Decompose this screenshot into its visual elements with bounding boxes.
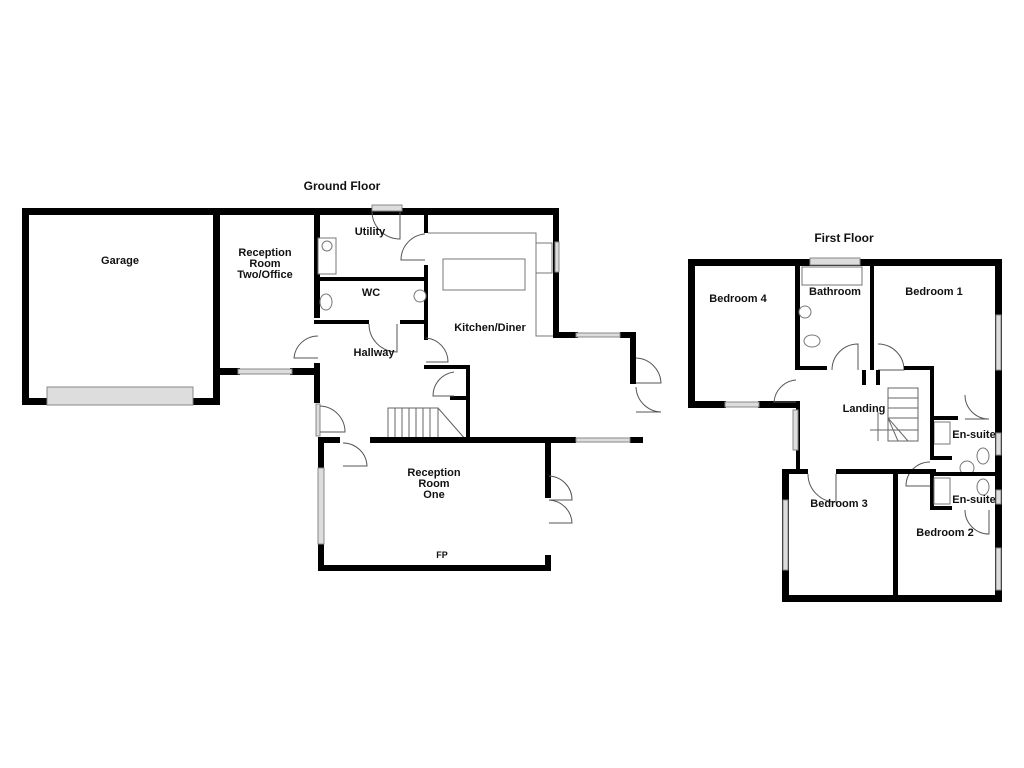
kitchen-counter — [428, 232, 553, 337]
toilet-icon — [803, 334, 821, 348]
window — [809, 257, 861, 266]
door — [432, 371, 455, 397]
staircase — [870, 387, 919, 442]
window — [995, 314, 1002, 371]
door — [964, 509, 990, 535]
window — [237, 368, 293, 375]
kitchen-island — [442, 258, 526, 291]
patio-door — [635, 386, 662, 413]
room-label-reception-two-line2: Room — [249, 258, 280, 270]
room-label-bedroom-4: Bedroom 4 — [709, 293, 767, 305]
window — [554, 241, 560, 273]
door — [293, 335, 319, 359]
room-label-ensuite-1: En-suite — [952, 429, 995, 441]
door — [425, 337, 449, 363]
sink-icon — [321, 240, 333, 252]
room-label-garage: Garage — [101, 255, 139, 267]
basin-icon — [413, 289, 427, 303]
front-door-side — [315, 403, 321, 437]
kitchen-sink — [535, 242, 553, 274]
room-label-reception-one: Reception — [407, 467, 460, 479]
room-label-hallway: Hallway — [354, 347, 396, 359]
front-door — [319, 405, 346, 433]
staircase — [387, 407, 467, 441]
door — [371, 210, 401, 240]
door — [964, 394, 990, 420]
toilet-icon — [976, 478, 990, 496]
ground-floor-title: Ground Floor — [304, 179, 381, 193]
door — [877, 343, 905, 371]
room-label-wc: WC — [362, 287, 380, 299]
window — [575, 332, 621, 338]
door — [368, 323, 398, 353]
window — [995, 489, 1002, 505]
window — [317, 467, 325, 545]
window — [995, 432, 1002, 456]
french-door — [548, 475, 573, 501]
room-label-bedroom-3: Bedroom 3 — [810, 498, 867, 510]
window — [371, 204, 403, 212]
first-floor-title: First Floor — [814, 231, 874, 245]
room-label-reception-two: Reception — [238, 247, 291, 259]
garage-door — [46, 386, 194, 406]
door — [773, 379, 797, 403]
shower-tray — [933, 421, 951, 445]
door — [400, 233, 426, 261]
fireplace-label: FP — [436, 550, 448, 560]
room-label-landing: Landing — [843, 403, 886, 415]
door — [342, 442, 368, 467]
room-label-bedroom-2: Bedroom 2 — [916, 527, 973, 539]
door — [831, 343, 859, 371]
room-label-reception-two-line3: Two/Office — [237, 269, 292, 281]
toilet-icon — [976, 447, 990, 465]
ground-floor: Ground Floor — [22, 179, 662, 571]
garage-walls — [22, 208, 559, 406]
bathtub — [801, 266, 863, 286]
room-label-bathroom: Bathroom — [809, 286, 861, 298]
french-door — [548, 499, 573, 524]
window — [995, 547, 1002, 591]
room-label-reception-one-line3: One — [423, 489, 444, 501]
window — [575, 437, 631, 443]
room-label-bedroom-1: Bedroom 1 — [905, 286, 962, 298]
window — [792, 409, 799, 451]
window — [724, 401, 760, 408]
room-label-utility: Utility — [355, 226, 386, 238]
basin-icon — [798, 305, 812, 319]
patio-door — [635, 357, 662, 384]
room-label-kitchen-diner: Kitchen/Diner — [454, 322, 526, 334]
first-floor: First Floor — [688, 231, 1002, 602]
room-label-ensuite-2: En-suite — [952, 494, 995, 506]
shower-tray — [933, 477, 951, 505]
toilet-icon — [319, 293, 333, 311]
door — [807, 473, 837, 503]
window — [782, 499, 789, 571]
room-label-reception-one-line2: Room — [418, 478, 449, 490]
